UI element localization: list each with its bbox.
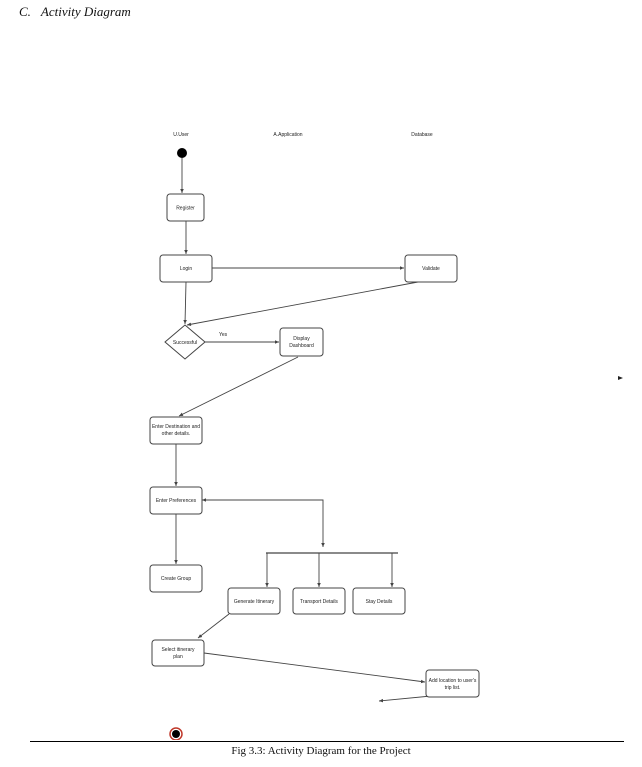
node-validate: Validate bbox=[404, 254, 458, 283]
edge-dashboard-destination bbox=[178, 356, 299, 417]
node-enter-preferences: Enter Preferences bbox=[149, 486, 203, 515]
node-enter-destination-line1: Enter Destination and bbox=[152, 424, 200, 430]
node-create-group: Create Group bbox=[149, 564, 203, 593]
node-select-itinerary-plan-line2: plan bbox=[173, 654, 183, 660]
edge-select-plan-add-location bbox=[203, 652, 426, 684]
node-select-itinerary-plan-line1: Select itinerary bbox=[161, 647, 195, 653]
node-add-location: Add location to user's trip list. bbox=[425, 669, 480, 698]
node-validate-label: Validate bbox=[422, 266, 440, 272]
node-transport-details-label: Transport Details bbox=[300, 599, 338, 605]
node-enter-destination-line2: other details. bbox=[162, 431, 191, 437]
section-title: Activity Diagram bbox=[40, 4, 131, 19]
edge-validate-successful bbox=[186, 281, 419, 327]
edges: Yes bbox=[174, 158, 453, 703]
edge-preferences-fork bbox=[202, 498, 325, 547]
node-add-location-line1: Add location to user's bbox=[429, 678, 477, 684]
node-enter-destination: Enter Destination and other details. bbox=[149, 416, 203, 445]
node-display-dashboard-line1: Display bbox=[293, 336, 310, 342]
node-add-location-line2: trip list. bbox=[445, 685, 461, 691]
node-login-label: Login bbox=[180, 266, 192, 272]
node-generate-itinerary-label: Generate Itinerary bbox=[234, 599, 275, 605]
section-number: C. bbox=[19, 4, 31, 19]
edge-generate-select-plan bbox=[197, 613, 230, 639]
node-stay-details: Stay Details bbox=[352, 587, 406, 615]
node-register: Register bbox=[166, 193, 205, 222]
node-select-itinerary-plan: Select itinerary plan bbox=[151, 639, 205, 667]
section-heading: C. Activity Diagram bbox=[19, 4, 131, 20]
decision-successful: Successful bbox=[164, 324, 206, 360]
node-enter-preferences-label: Enter Preferences bbox=[156, 498, 197, 504]
node-generate-itinerary: Generate Itinerary bbox=[227, 587, 281, 615]
edge-login-successful bbox=[183, 281, 187, 325]
node-create-group-label: Create Group bbox=[161, 576, 192, 582]
edge-label-yes: Yes bbox=[219, 332, 228, 338]
stray-arrowhead bbox=[618, 376, 623, 380]
node-stay-details-label: Stay Details bbox=[366, 599, 393, 605]
activity-diagram: U.User A.Application Database Yes Regist… bbox=[149, 132, 623, 740]
lane-application: A.Application bbox=[273, 132, 302, 138]
end-node bbox=[169, 727, 183, 740]
node-display-dashboard: Display Dashboard bbox=[279, 327, 324, 357]
figure-caption: Fig 3.3: Activity Diagram for the Projec… bbox=[231, 745, 411, 757]
node-login: Login bbox=[159, 254, 213, 283]
lane-database: Database bbox=[411, 132, 433, 138]
node-transport-details: Transport Details bbox=[292, 587, 346, 615]
lane-user: U.User bbox=[173, 132, 189, 138]
node-register-label: Register bbox=[176, 206, 195, 212]
caption-rule bbox=[30, 741, 624, 742]
decision-successful-label: Successful bbox=[173, 340, 197, 346]
node-display-dashboard-line2: Dashboard bbox=[289, 343, 314, 349]
start-node bbox=[177, 148, 187, 158]
